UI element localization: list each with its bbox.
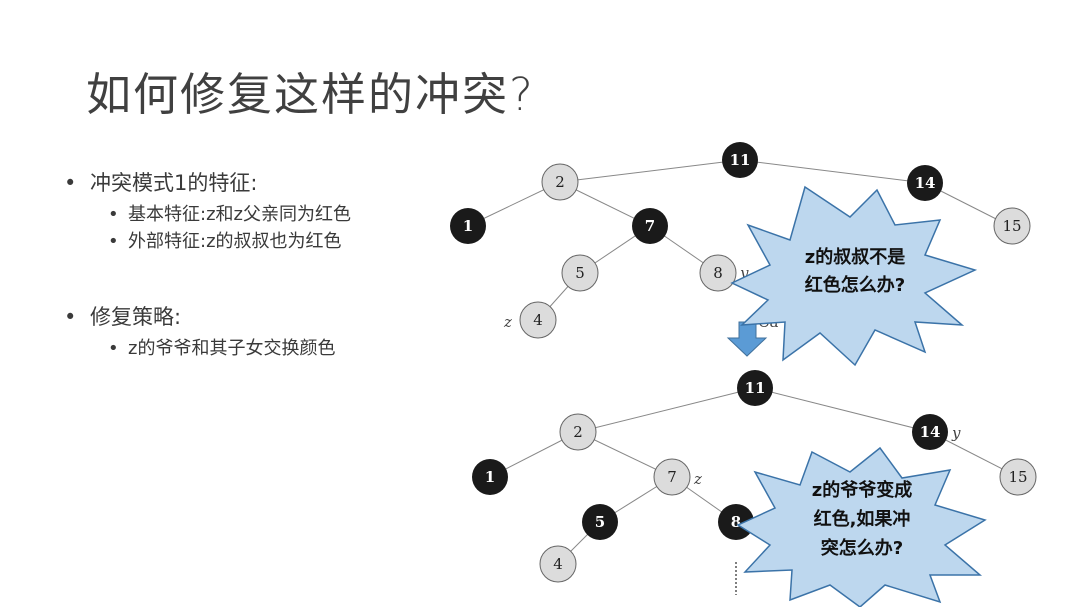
bottom-tree-nodes: 11 2 14 1 7 15 5 8 [472, 370, 1037, 583]
top-label-z: z [503, 313, 512, 331]
top-tree-nodes: 11 2 14 1 7 15 5 8 [450, 142, 1031, 339]
bottom-node-2: 2 [559, 413, 597, 451]
bottom-node-11: 11 [737, 370, 773, 406]
bullet-basic-feature: 基本特征:z和z父亲同为红色 [100, 204, 418, 225]
top-node-14: 14 [907, 165, 943, 201]
bullet-external-feature: 外部特征:z的叔叔也为红色 [100, 231, 418, 252]
svg-text:11: 11 [730, 151, 751, 169]
top-node-5: 5 [561, 254, 599, 292]
bullet-list: 冲突模式1的特征: 基本特征:z和z父亲同为红色 外部特征:z的叔叔也为红色 修… [64, 168, 404, 359]
callout-bottom: z的爷爷变成 红色,如果冲 突怎么办? [736, 446, 987, 607]
svg-text:4: 4 [553, 555, 563, 573]
bottom-label-y: y [951, 424, 961, 442]
svg-text:2: 2 [555, 173, 565, 191]
callout-bottom-line2: 红色,如果冲 [814, 508, 911, 530]
svg-text:2: 2 [573, 423, 583, 441]
svg-text:15: 15 [1008, 468, 1027, 486]
svg-text:1: 1 [463, 217, 473, 235]
svg-text:7: 7 [667, 468, 677, 486]
bullet-strategy: 修复策略: [64, 302, 404, 332]
bottom-node-4: 4 [539, 545, 577, 583]
bottom-label-z: z [693, 470, 702, 488]
svg-text:8: 8 [713, 264, 723, 282]
bottom-node-1: 1 [472, 459, 508, 495]
top-node-11: 11 [722, 142, 758, 178]
bottom-node-8: 8 [718, 504, 754, 540]
slide-title: 如何修复这样的冲突? [86, 68, 535, 121]
top-node-2: 2 [541, 163, 579, 201]
svg-text:8: 8 [731, 513, 741, 531]
top-node-15: 15 [993, 207, 1031, 245]
svg-text:1: 1 [485, 468, 495, 486]
top-label-y: y [739, 264, 749, 282]
top-node-8: 8 [699, 254, 737, 292]
bottom-node-5: 5 [582, 504, 618, 540]
top-node-1: 1 [450, 208, 486, 244]
svg-text:14: 14 [915, 174, 936, 192]
top-node-4: 4 [519, 301, 557, 339]
svg-text:11: 11 [745, 379, 766, 397]
svg-text:14: 14 [920, 423, 941, 441]
svg-text:5: 5 [595, 513, 605, 531]
svg-text:4: 4 [533, 311, 543, 329]
bottom-node-15: 15 [999, 458, 1037, 496]
callout-top-line1: z的叔叔不是 [805, 246, 905, 268]
callout-top-line2: 红色怎么办? [805, 274, 905, 296]
callout-bottom-line3: 突怎么办? [821, 537, 903, 559]
bottom-node-14: 14 [912, 414, 948, 450]
bottom-node-7: 7 [653, 458, 691, 496]
bullet-strategy-detail: z的爷爷和其子女交换颜色 [100, 338, 418, 359]
svg-text:7: 7 [645, 217, 655, 235]
callout-top: z的叔叔不是 红色怎么办? [730, 185, 978, 367]
bullet-mode1: 冲突模式1的特征: [64, 168, 404, 198]
top-node-7: 7 [632, 208, 668, 244]
svg-text:5: 5 [575, 264, 585, 282]
svg-text:15: 15 [1002, 217, 1021, 235]
callout-bottom-line1: z的爷爷变成 [812, 479, 912, 501]
